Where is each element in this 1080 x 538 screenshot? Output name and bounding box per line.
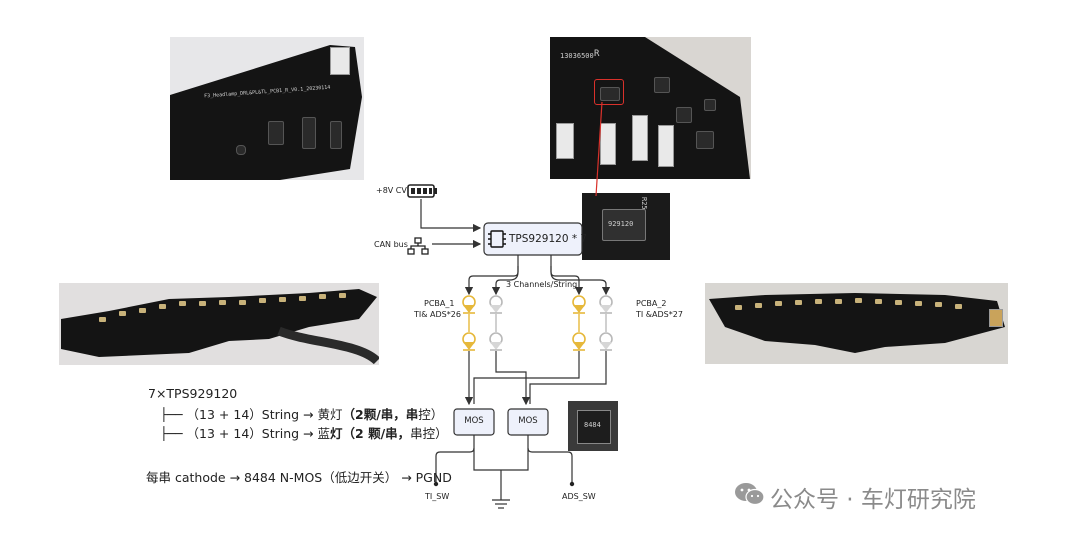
line1-bold: （2颗/串，串 (342, 407, 419, 422)
led (855, 298, 862, 303)
wechat-icon (735, 483, 765, 506)
line2-bold: 灯（2 颗/串， (330, 426, 411, 441)
led (239, 300, 246, 305)
led (955, 304, 962, 309)
highlight-box (594, 79, 624, 105)
ic-chip (704, 99, 716, 111)
line1-tail: 控） (418, 407, 444, 422)
line2-prefix: ├── （13 + 14）String → 蓝 (160, 426, 331, 441)
battery-icon (407, 184, 437, 198)
summary-title: 7×TPS929120 (148, 386, 238, 401)
summary-line-3: 每串 cathode → 8484 N-MOS（低边开关） → PGND (146, 470, 452, 485)
ic-chip (236, 145, 246, 155)
ic-chip-closeup (602, 209, 646, 241)
pcba1-photo (59, 283, 379, 365)
led (835, 299, 842, 304)
can-bus-label: CAN bus (374, 240, 408, 249)
pcba2-desc: TI &ADS*27 (636, 310, 683, 319)
pcb-photo-top-left: F3_Headlamp_DRL&PL&TL_PCB1_R_V0.1_202301… (170, 37, 364, 180)
led (179, 301, 186, 306)
led (339, 293, 346, 298)
ic-chip (600, 87, 620, 101)
mos-label-1: MOS (464, 416, 484, 426)
led (159, 304, 166, 309)
watermark-text: 公众号 · 车灯研究院 (770, 487, 976, 513)
summary-line-2: ├── （13 + 14）String → 蓝灯（2 颗/串，串控） (160, 423, 448, 442)
led (735, 305, 742, 310)
connector (632, 115, 648, 161)
led (119, 311, 126, 316)
connector (658, 125, 674, 167)
led (199, 301, 206, 306)
mosfet-package (577, 410, 611, 444)
led (279, 297, 286, 302)
mosfet-marking: 8484 (584, 421, 601, 429)
ic-chip (654, 77, 670, 93)
connector (330, 47, 350, 75)
led (895, 300, 902, 305)
channels-label: 3 Channels/String (506, 280, 578, 289)
led (815, 299, 822, 304)
led (219, 300, 226, 305)
led (259, 298, 266, 303)
ic-chip (302, 117, 316, 149)
ic-chip (330, 121, 342, 149)
ads-sw-label: ADS_SW (562, 492, 596, 501)
connector (556, 123, 574, 159)
connector (600, 123, 616, 165)
ground-symbol (492, 499, 510, 509)
led (795, 300, 802, 305)
pcb-part-number: 13036500 (560, 52, 594, 60)
pcb-board-shape (709, 293, 1005, 353)
chip-icon (488, 230, 506, 248)
led (915, 301, 922, 306)
pcb-side-mark: R (594, 49, 600, 59)
pcb-board-shape (61, 289, 379, 365)
ic-chip (268, 121, 284, 145)
led (935, 302, 942, 307)
pcba1-name: PCBA_1 (424, 299, 455, 308)
ti-sw-label: TI_SW (425, 492, 450, 501)
led (99, 317, 106, 322)
led (299, 296, 306, 301)
refdes-label: R25 (640, 197, 648, 210)
mosfet-photo: 8484 (568, 401, 618, 451)
led (775, 301, 782, 306)
ic-marking: 929120 (608, 220, 634, 228)
ic-chip (696, 131, 714, 149)
ic-label: TPS929120 * 7 (509, 233, 588, 245)
mos-label-2: MOS (518, 416, 538, 426)
summary-line-1: ├── （13 + 14）String → 黄灯（2颗/串，串控） (160, 404, 443, 423)
pcba1-desc: TI& ADS*26 (414, 310, 461, 319)
network-icon (407, 237, 429, 255)
connector (989, 309, 1003, 327)
pcba2-photo (705, 283, 1008, 364)
ic-closeup-photo: 929120 R25 (582, 193, 670, 260)
led (755, 303, 762, 308)
line1-prefix: ├── （13 + 14）String → 黄灯 (160, 407, 343, 422)
led (319, 294, 326, 299)
ic-chip (676, 107, 692, 123)
power-label: +8V CV (376, 186, 407, 195)
pcba2-name: PCBA_2 (636, 299, 667, 308)
led (875, 299, 882, 304)
pcb-photo-top-right: 13036500 R (550, 37, 751, 179)
line2-tail: 串控） (410, 426, 448, 441)
led (139, 308, 146, 313)
